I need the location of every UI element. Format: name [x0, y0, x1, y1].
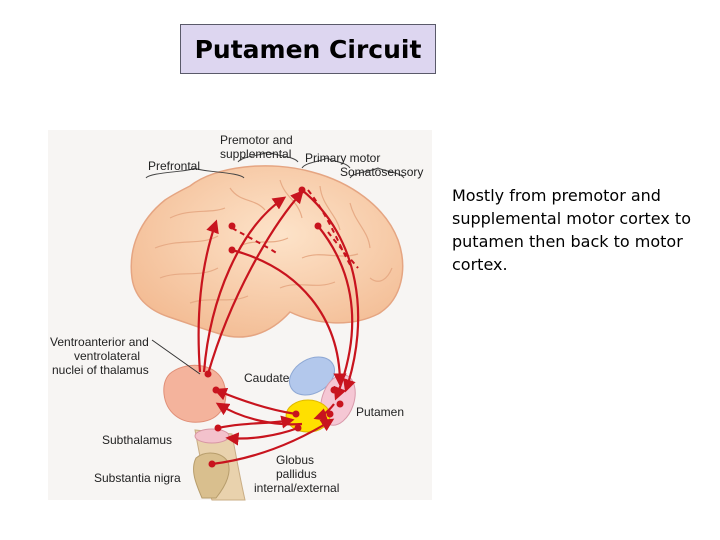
neuron-dot — [298, 186, 306, 194]
label-prefrontal: Prefrontal — [148, 159, 200, 173]
region-brackets — [145, 151, 405, 179]
neuron-dot — [294, 424, 302, 432]
pathway-globus-to-subthalamus — [225, 426, 299, 446]
pathway-thalamus-to-prefrontal — [197, 219, 219, 373]
pathway-dashed-3 — [327, 231, 359, 269]
putamen-circuit-diagram: Premotor and supplemental Primary motor … — [40, 128, 440, 503]
thalamus — [163, 364, 227, 423]
neuron-dot — [336, 400, 344, 408]
label-caudate: Caudate — [244, 371, 290, 385]
neuron-dot — [212, 386, 220, 394]
thalamus-pointer — [151, 339, 201, 375]
pathway-nigra-to-putamen — [211, 418, 335, 466]
label-thalamus-line2: ventrolateral — [74, 349, 140, 363]
label-primary-motor: Primary motor — [305, 151, 380, 165]
pathway-globus-to-thalamus-1 — [213, 387, 297, 416]
neuron-dot — [330, 386, 338, 394]
cerebral-cortex — [130, 165, 404, 338]
label-globus-line1: Globus — [276, 453, 314, 467]
neuron-dot — [214, 424, 222, 432]
neuron-dot — [228, 246, 236, 254]
title-box: Putamen Circuit — [180, 24, 436, 74]
neuron-dot — [208, 460, 216, 468]
label-subthalamus: Subthalamus — [102, 433, 172, 447]
neuron-dots — [204, 186, 344, 468]
pathway-subthalamus-to-globus — [217, 415, 295, 430]
label-premotor-line1: Premotor and — [220, 133, 293, 147]
label-thalamus-line3: nuclei of thalamus — [52, 363, 149, 377]
pathway-cortex-to-putamen-3 — [317, 225, 354, 401]
label-globus-line3: internal/external — [254, 481, 339, 495]
pathway-thalamus-to-motor-1 — [202, 196, 287, 373]
label-substantia-nigra: Substantia nigra — [94, 471, 181, 485]
slide-title: Putamen Circuit — [194, 34, 422, 64]
cortex-gyri — [154, 179, 393, 304]
subthalamus — [194, 428, 230, 444]
substantia-nigra — [193, 452, 230, 499]
caudate — [289, 356, 335, 396]
neuron-dot — [326, 410, 334, 418]
label-globus-line2: pallidus — [276, 467, 317, 481]
globus-pallidus — [285, 399, 331, 433]
pathway-cortex-to-putamen-1 — [301, 189, 360, 393]
pathway-dashed-2 — [231, 227, 279, 255]
neuron-dot — [314, 222, 322, 230]
pathway-putamen-to-globus — [313, 403, 335, 421]
label-putamen: Putamen — [356, 405, 404, 419]
label-thalamus-line1: Ventroanterior and — [50, 335, 149, 349]
diagram-svg: Premotor and supplemental Primary motor … — [48, 130, 432, 501]
neuron-dot — [228, 222, 236, 230]
neuron-dot — [204, 370, 212, 378]
pathway-thalamus-to-motor-2 — [206, 190, 304, 375]
label-somatosensory: Somatosensory — [340, 165, 423, 179]
slide-caption: Mostly from premotor and supplemental mo… — [452, 186, 691, 274]
circuit-pathways — [197, 189, 360, 466]
label-premotor-line2: supplemental — [220, 147, 291, 161]
pathway-dashed-1 — [307, 189, 353, 269]
pathway-cortex-to-putamen-2 — [231, 248, 347, 387]
neuron-dot — [292, 410, 300, 418]
dashed-pathways — [231, 189, 359, 269]
